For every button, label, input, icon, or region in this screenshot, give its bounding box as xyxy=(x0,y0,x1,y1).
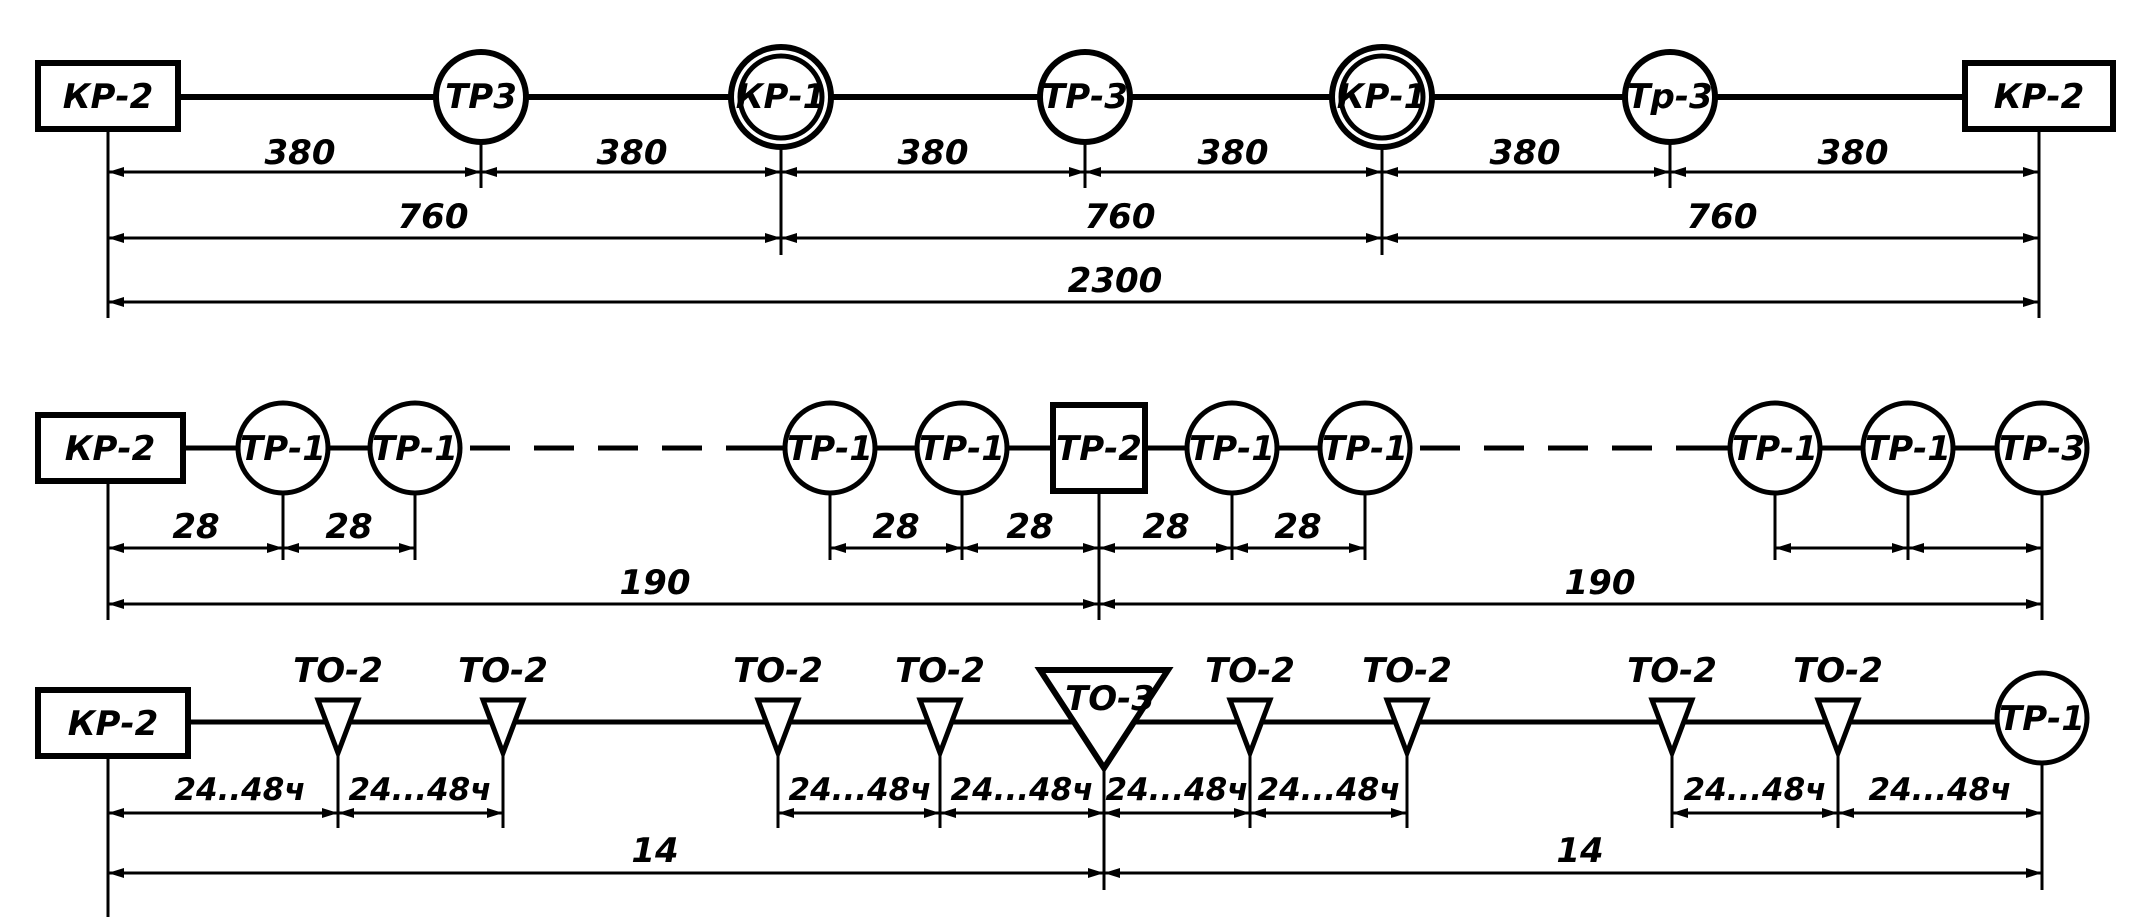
node-tr3: ТР-3 xyxy=(1994,400,2090,496)
dim-label: 760 xyxy=(1687,197,1758,237)
dim-label: 380 xyxy=(597,133,668,173)
node-tr2: ТР-2 xyxy=(1050,402,1148,494)
to2-label: ТО-2 xyxy=(458,651,548,691)
node-label: ТР-1 xyxy=(919,429,1005,469)
dim-label: 380 xyxy=(265,133,336,173)
row-2: КР-2 ТР-1 ТР-1 ТР-1 ТР-1 ТР-2 ТР-1 ТР-1 xyxy=(35,400,2090,620)
dim-label: 24...48ч xyxy=(349,772,492,808)
dim-label: 28 xyxy=(172,507,219,547)
dim-label: 24...48ч xyxy=(1106,772,1249,808)
to2-label: ТО-2 xyxy=(733,651,823,691)
node-tr1-7: ТР-1 xyxy=(1727,400,1823,496)
node-tr3-3: Тр-3 xyxy=(1622,49,1718,145)
dim-label: 380 xyxy=(1818,133,1889,173)
dim-label: 24...48ч xyxy=(789,772,932,808)
to3-label: ТО-3 xyxy=(1065,679,1155,719)
node-label: ТР-2 xyxy=(1056,429,1142,469)
dim-label: 380 xyxy=(898,133,969,173)
node-tr1-4: ТР-1 xyxy=(914,400,1010,496)
node-tr3-1: ТР3 xyxy=(433,49,529,145)
row3-dimension-lines xyxy=(108,808,2042,878)
dim-label: 24..48ч xyxy=(174,772,305,808)
node-tr1-6: ТР-1 xyxy=(1317,400,1413,496)
node-label: ТР-3 xyxy=(1042,77,1128,117)
to2-label: ТО-2 xyxy=(1362,651,1452,691)
row2-dimension-lines xyxy=(108,543,2042,609)
node-label: ТР-1 xyxy=(1322,429,1408,469)
dim-label: 24...48ч xyxy=(951,772,1094,808)
dim-label: 760 xyxy=(1085,197,1156,237)
node-label: КР-2 xyxy=(65,429,155,469)
node-kr2: КР-2 xyxy=(35,687,191,759)
node-label: ТР3 xyxy=(445,77,517,117)
node-label: ТР-1 xyxy=(787,429,873,469)
node-label: КР-2 xyxy=(68,704,158,744)
dim-label: 2300 xyxy=(1068,261,1163,301)
node-label: Тр-3 xyxy=(1627,77,1712,117)
row1-dimension-lines xyxy=(108,167,2039,307)
dim-label: 24...48ч xyxy=(1869,772,2012,808)
node-kr1-2: КР-1 xyxy=(1329,44,1435,150)
node-label: КР-2 xyxy=(1994,77,2084,117)
dim-label: 28 xyxy=(1274,507,1321,547)
node-label: КР-1 xyxy=(736,77,826,117)
node-label: КР-1 xyxy=(1337,77,1427,117)
dim-label: 190 xyxy=(1565,563,1636,603)
dim-label: 28 xyxy=(325,507,372,547)
node-label: КР-2 xyxy=(63,77,153,117)
to2-markers xyxy=(314,697,1862,761)
node-label: ТР-3 xyxy=(1999,429,2085,469)
to3-marker xyxy=(1034,667,1174,774)
dim-label: 28 xyxy=(1142,507,1189,547)
node-tr1-2: ТР-1 xyxy=(367,400,463,496)
node-tr1-3: ТР-1 xyxy=(782,400,878,496)
node-label: ТР-1 xyxy=(240,429,326,469)
to2-label: ТО-2 xyxy=(1627,651,1717,691)
node-label: ТР-1 xyxy=(1732,429,1818,469)
node-tr1-5: ТР-1 xyxy=(1184,400,1280,496)
node-tr1-8: ТР-1 xyxy=(1860,400,1956,496)
node-tr1: ТР-1 xyxy=(1994,670,2090,766)
node-label: ТР-1 xyxy=(1999,699,2085,739)
row-3: КР-2 ТР-1 ТО-3 ТО-2 ТО-2 ТО-2 ТО-2 ТО-2 … xyxy=(35,651,2090,917)
to2-label: ТО-2 xyxy=(1205,651,1295,691)
dim-label: 28 xyxy=(1006,507,1053,547)
dim-label: 380 xyxy=(1198,133,1269,173)
node-label: ТР-1 xyxy=(372,429,458,469)
row2-extension-lines xyxy=(106,481,2044,620)
to2-label: ТО-2 xyxy=(1793,651,1883,691)
dim-label: 14 xyxy=(1556,831,1603,871)
dim-label: 380 xyxy=(1490,133,1561,173)
to2-label: ТО-2 xyxy=(293,651,383,691)
dim-label: 24...48ч xyxy=(1684,772,1827,808)
dim-label: 28 xyxy=(872,507,919,547)
node-kr1-1: КР-1 xyxy=(728,44,834,150)
node-kr2-right: КР-2 xyxy=(1962,60,2116,132)
dim-label: 14 xyxy=(631,831,678,871)
node-kr2: КР-2 xyxy=(35,412,186,484)
node-label: ТР-1 xyxy=(1865,429,1951,469)
row-1: КР-2 ТР3 КР-1 ТР-3 КР-1 Тр-3 КР-2 xyxy=(35,44,2116,318)
node-label: ТР-1 xyxy=(1189,429,1275,469)
dim-label: 24...48ч xyxy=(1258,772,1401,808)
node-tr3-2: ТР-3 xyxy=(1037,49,1133,145)
to2-label: ТО-2 xyxy=(895,651,985,691)
node-kr2-left: КР-2 xyxy=(35,60,181,132)
dim-label: 760 xyxy=(398,197,469,237)
node-tr1-1: ТР-1 xyxy=(235,400,331,496)
dim-label: 190 xyxy=(620,563,691,603)
